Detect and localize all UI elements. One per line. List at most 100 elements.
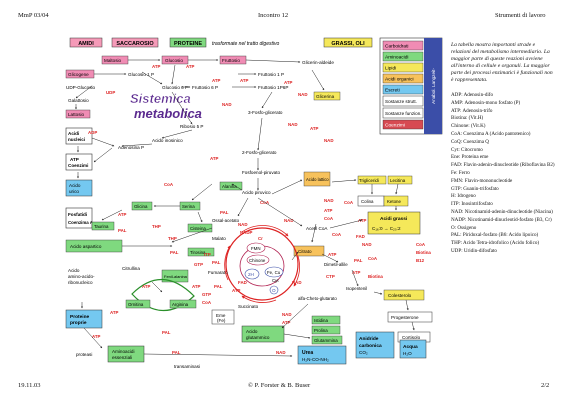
svg-text:ATP: ATP: [142, 284, 151, 289]
svg-text:GTP: GTP: [194, 262, 203, 267]
svg-text:Biotina: Biotina: [416, 250, 431, 255]
g1p-label: Glucosio 1 P: [128, 72, 154, 77]
colina-label: Colina: [361, 199, 374, 204]
svg-text:CTP: CTP: [326, 274, 335, 279]
coenzima-a-label: Coenzima A: [68, 220, 94, 225]
svg-text:NAD: NAD: [276, 350, 286, 355]
svg-text:NAD: NAD: [324, 138, 334, 143]
svg-text:NAD: NAD: [282, 312, 292, 317]
side-legend-header: Anabol. Langzeit-: [431, 68, 436, 104]
arginina-label: Arginina: [172, 302, 189, 307]
svg-text:FAD: FAD: [356, 234, 365, 239]
svg-text:ATP: ATP: [118, 212, 127, 217]
svg-text:proprie: proprie: [70, 320, 87, 326]
alanina-label: Alanina: [222, 184, 237, 189]
eme-label: Eme: [216, 313, 226, 318]
svg-text:Coenzimi: Coenzimi: [68, 163, 88, 168]
svg-text:CoA: CoA: [164, 182, 174, 187]
ribosio-label: Ribosio 5 P: [180, 124, 204, 129]
taurina-label: Taurina: [94, 224, 109, 229]
g6p-label: Glucosio 6 P: [162, 85, 188, 90]
legend-acidi-organici: Acidi organici: [385, 77, 414, 83]
proteine-proprie-label: Proteine: [70, 314, 90, 320]
svg-text:ITP: ITP: [204, 252, 211, 257]
svg-text:urico: urico: [69, 189, 79, 194]
svg-text:PAL: PAL: [354, 258, 363, 263]
footer-center: © P. Forster & B. Buser: [248, 382, 311, 389]
legend-item: H: Idrogeno: [451, 193, 476, 200]
legend-item: CoQ: Coenzima Q: [451, 138, 489, 145]
svg-text:THP: THP: [168, 236, 177, 241]
ossalacetato-label: Ossal-acetato: [212, 218, 240, 223]
legend-item: NADP: Nicotinamid-dinucleotid-fosfato (B…: [451, 216, 552, 223]
h2-label: 2H: [248, 272, 254, 277]
svg-text:NAD: NAD: [362, 242, 372, 247]
svg-text:ribonucleico: ribonucleico: [68, 280, 93, 285]
svg-text:CoA: CoA: [324, 216, 334, 221]
svg-text:nucleici: nucleici: [68, 137, 85, 142]
lecitina-label: Lecitina: [390, 178, 406, 183]
svg-text:glutammico: glutammico: [246, 335, 270, 340]
glicerina-label: Glicerina: [316, 94, 335, 99]
top-caption: trasformate nel tratto digestivo: [212, 41, 279, 47]
svg-text:ATP: ATP: [212, 78, 221, 83]
legend-item: THP: Acido Tetra-idrofolico (Acido folic…: [451, 240, 540, 247]
svg-text:ATP: ATP: [110, 310, 119, 315]
glicerinaldeide-label: Glicerin-aldeide: [302, 60, 334, 65]
legend-item: CoA: Coenzima A (Acido pantotenico): [451, 130, 531, 137]
colesterolo-label: Colesterolo: [388, 293, 412, 298]
fosfatidi-label: Fosfatidi: [68, 212, 87, 217]
metabolic-map-diagram: AMIDI SACCAROSIO PROTEINE trasformate ne…: [65, 37, 443, 369]
glutammico-label: Acido: [246, 329, 258, 334]
svg-text:(Fe): (Fe): [217, 318, 226, 323]
svg-text:NAD: NAD: [298, 92, 308, 97]
maltosio-label: Maltosio: [104, 58, 122, 63]
acetil-label: Acetil CoA: [306, 226, 328, 231]
carbamoil-label: Acido: [68, 268, 80, 273]
legend-aminoacidi: Aminoacidi: [385, 55, 408, 61]
legend-intro: La tabella mostra importanti strade e re…: [451, 42, 553, 83]
svg-text:ATP: ATP: [282, 320, 291, 325]
legend-carboidrati: Carboidrati: [385, 44, 408, 50]
svg-text:CoA: CoA: [416, 242, 426, 247]
svg-text:NAD: NAD: [222, 102, 232, 107]
citrato-label: Citrato: [298, 249, 312, 254]
svg-text:GTP: GTP: [202, 292, 211, 297]
footer-left: 19.11.03: [18, 382, 41, 389]
legend-item: AMP: Adenosin-mono fosfato (P): [451, 99, 521, 106]
fruttosio-label: Fruttosio: [222, 58, 240, 63]
svg-text:CoA: CoA: [344, 200, 354, 205]
svg-text:NAD: NAD: [292, 280, 302, 285]
svg-text:PAL: PAL: [212, 260, 221, 265]
succinato-label: Succinato: [238, 304, 259, 309]
svg-text:CoA: CoA: [202, 300, 212, 305]
side-legend-panel: La tabella mostra importanti strade e re…: [451, 42, 555, 256]
progesterone-label: Progesterone: [391, 315, 419, 320]
inosinico-label: Acido inosinico: [152, 138, 183, 143]
urea-label: Urea: [302, 350, 313, 356]
svg-text:NAD: NAD: [284, 218, 294, 223]
svg-text:H₂N-CO-NH₂: H₂N-CO-NH₂: [302, 357, 329, 362]
legend-lipidi: Lipidi: [385, 66, 396, 72]
acidi-nucleici-label: Acidi: [68, 131, 79, 136]
svg-text:Biotina: Biotina: [368, 274, 383, 279]
svg-text:THP: THP: [152, 224, 161, 229]
f16p-label: Fruttosio 1P6P: [258, 85, 288, 90]
svg-text:B12: B12: [416, 258, 425, 263]
glucosio-label: Glucosio: [165, 58, 183, 63]
svg-text:PAL: PAL: [118, 228, 127, 233]
svg-text:Cr: Cr: [258, 236, 263, 241]
citrullina-label: Citrullina: [122, 266, 140, 271]
legend-item: UDP: Uridin-difosfato: [451, 247, 497, 254]
malato-label: Malato: [212, 236, 226, 241]
aa-essenziali-label: Aminoacidi: [112, 349, 134, 354]
svg-text:CoA: CoA: [368, 256, 378, 261]
isopentenil-label: Isopentenil: [346, 286, 367, 291]
fumarato-label: Fumarato: [208, 270, 228, 275]
fmn-label: FMN: [251, 246, 261, 251]
diagram-title-line2: metabolica: [134, 106, 202, 121]
svg-text:PAL: PAL: [220, 210, 229, 215]
citric-cycle: [225, 227, 299, 301]
legend-item: Ene: Proteina eme: [451, 154, 489, 161]
